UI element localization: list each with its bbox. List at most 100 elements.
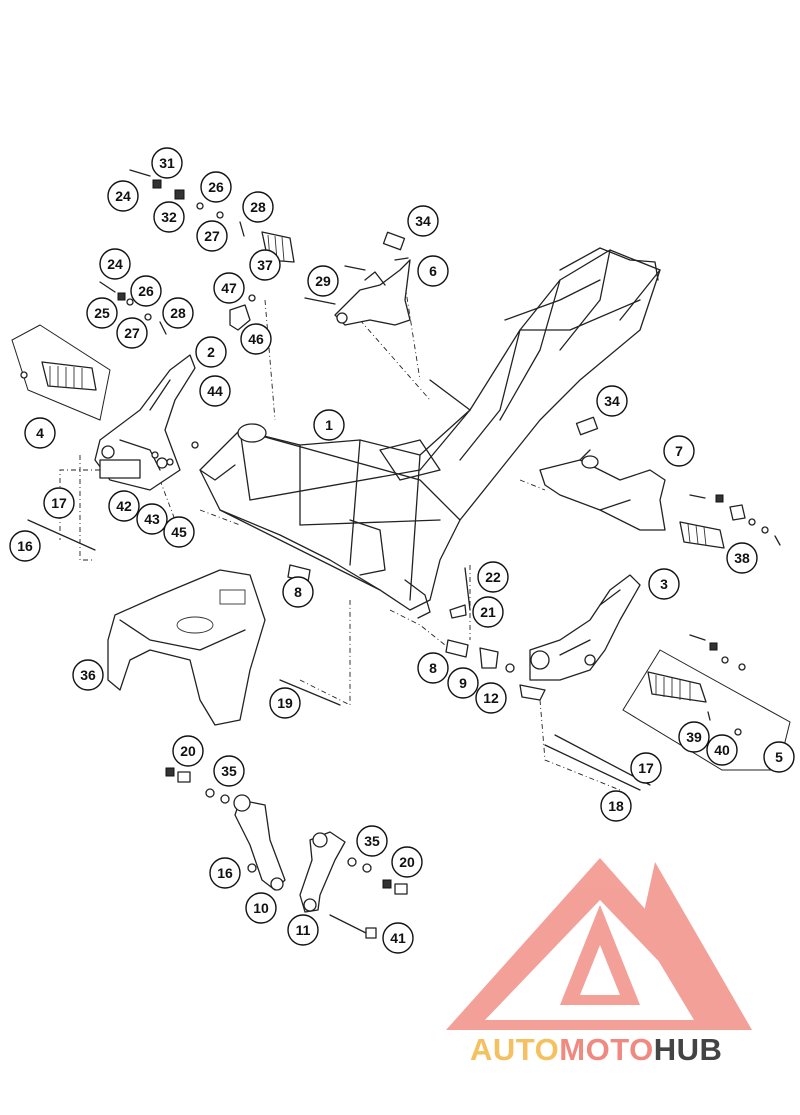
callout-24: 24 bbox=[107, 180, 139, 212]
callout-19: 19 bbox=[269, 687, 301, 719]
callout-8: 8 bbox=[417, 652, 449, 684]
callout-label: 36 bbox=[80, 667, 96, 683]
linkage-parts bbox=[233, 794, 377, 939]
callout-34: 34 bbox=[407, 205, 439, 237]
callout-36: 36 bbox=[72, 659, 104, 691]
callout-8: 8 bbox=[282, 576, 314, 608]
callout-27: 27 bbox=[196, 220, 228, 252]
callout-label: 16 bbox=[17, 538, 33, 554]
callout-18: 18 bbox=[600, 790, 632, 822]
callout-1: 1 bbox=[313, 409, 345, 441]
callout-label: 34 bbox=[415, 213, 431, 229]
footpeg-assembly-right-box bbox=[622, 649, 791, 771]
callout-26: 26 bbox=[130, 275, 162, 307]
callout-21: 21 bbox=[472, 596, 504, 628]
callout-label: 35 bbox=[221, 763, 237, 779]
callout-label: 27 bbox=[124, 325, 140, 341]
callout-label: 37 bbox=[257, 257, 273, 273]
callout-5: 5 bbox=[763, 741, 795, 773]
callout-27: 27 bbox=[116, 317, 148, 349]
watermark-logo bbox=[446, 858, 752, 1030]
callout-4: 4 bbox=[24, 417, 56, 449]
callout-10: 10 bbox=[245, 892, 277, 924]
callout-22: 22 bbox=[477, 561, 509, 593]
callout-label: 27 bbox=[204, 228, 220, 244]
callout-bubbles: 1234567889101112161617171819202021222424… bbox=[9, 147, 795, 954]
callout-label: 21 bbox=[480, 604, 496, 620]
callout-label: 1 bbox=[325, 417, 333, 433]
callout-label: 8 bbox=[294, 584, 302, 600]
callout-label: 26 bbox=[138, 283, 154, 299]
watermark-moto: MOTO bbox=[559, 1032, 654, 1067]
callout-label: 41 bbox=[390, 930, 406, 946]
callout-label: 38 bbox=[734, 550, 750, 566]
callout-label: 29 bbox=[315, 273, 331, 289]
callout-label: 20 bbox=[399, 854, 415, 870]
callout-32: 32 bbox=[153, 201, 185, 233]
callout-24: 24 bbox=[99, 248, 131, 280]
main-frame bbox=[199, 247, 661, 619]
callout-28: 28 bbox=[162, 297, 194, 329]
callout-34: 34 bbox=[596, 385, 628, 417]
callout-label: 20 bbox=[180, 743, 196, 759]
callout-label: 43 bbox=[144, 511, 160, 527]
callout-40: 40 bbox=[706, 734, 738, 766]
callout-label: 28 bbox=[170, 305, 186, 321]
callout-41: 41 bbox=[382, 922, 414, 954]
passenger-bracket-right bbox=[539, 449, 666, 531]
callout-label: 18 bbox=[608, 798, 624, 814]
callout-label: 24 bbox=[107, 256, 123, 272]
callout-label: 3 bbox=[660, 576, 668, 592]
callout-label: 31 bbox=[159, 155, 175, 171]
callout-label: 45 bbox=[171, 524, 187, 540]
callout-26: 26 bbox=[200, 171, 232, 203]
callout-label: 11 bbox=[296, 922, 311, 938]
callout-31: 31 bbox=[151, 147, 183, 179]
callout-label: 22 bbox=[485, 569, 501, 585]
callout-39: 39 bbox=[678, 721, 710, 753]
callout-45: 45 bbox=[163, 516, 195, 548]
callout-label: 10 bbox=[253, 900, 269, 916]
callout-12: 12 bbox=[475, 682, 507, 714]
callout-label: 40 bbox=[714, 742, 730, 758]
callout-label: 42 bbox=[116, 498, 132, 514]
footpeg-assembly-left-box bbox=[11, 324, 111, 421]
callout-7: 7 bbox=[663, 435, 695, 467]
callout-35: 35 bbox=[213, 755, 245, 787]
callout-label: 32 bbox=[161, 209, 177, 225]
callout-28: 28 bbox=[242, 191, 274, 223]
callout-label: 7 bbox=[675, 443, 683, 459]
callout-label: 25 bbox=[94, 305, 110, 321]
callout-44: 44 bbox=[199, 375, 231, 407]
callout-6: 6 bbox=[417, 255, 449, 287]
callout-16: 16 bbox=[209, 857, 241, 889]
callout-35: 35 bbox=[356, 825, 388, 857]
callout-label: 44 bbox=[207, 383, 223, 399]
callout-29: 29 bbox=[307, 265, 339, 297]
callout-label: 2 bbox=[207, 344, 215, 360]
callout-47: 47 bbox=[213, 272, 245, 304]
callout-25: 25 bbox=[86, 297, 118, 329]
callout-46: 46 bbox=[240, 323, 272, 355]
callout-3: 3 bbox=[648, 568, 680, 600]
callout-17: 17 bbox=[43, 487, 75, 519]
callout-label: 12 bbox=[483, 690, 499, 706]
callout-label: 35 bbox=[364, 833, 380, 849]
callout-label: 24 bbox=[115, 188, 131, 204]
callout-16: 16 bbox=[9, 530, 41, 562]
passenger-bracket-left bbox=[304, 257, 411, 326]
callout-2: 2 bbox=[195, 336, 227, 368]
callout-11: 11 bbox=[287, 914, 319, 946]
callout-42: 42 bbox=[108, 490, 140, 522]
skid-plate bbox=[107, 569, 266, 726]
callout-43: 43 bbox=[136, 503, 168, 535]
callout-label: 19 bbox=[277, 695, 293, 711]
watermark-text: AUTOMOTOHUB bbox=[470, 1032, 800, 1072]
callout-label: 16 bbox=[217, 865, 233, 881]
callout-label: 9 bbox=[459, 675, 467, 691]
callout-label: 17 bbox=[638, 760, 654, 776]
callout-9: 9 bbox=[447, 667, 479, 699]
callout-20: 20 bbox=[172, 735, 204, 767]
callout-label: 47 bbox=[221, 280, 237, 296]
